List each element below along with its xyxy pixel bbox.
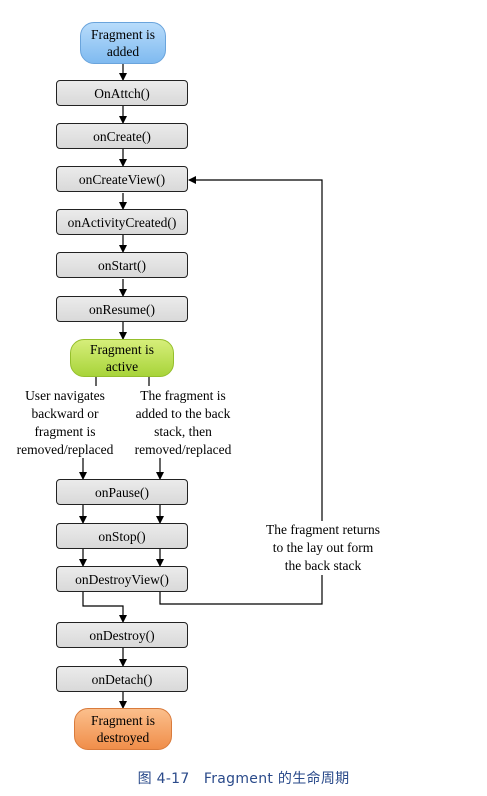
node-onstop: onStop() <box>56 523 188 549</box>
node-oncreate-label: onCreate() <box>93 128 151 144</box>
node-fragment-active: Fragment is active <box>70 339 174 377</box>
loop-return-to-createview <box>159 176 323 605</box>
node-fragment-added: Fragment is added <box>80 22 166 64</box>
node-fragment-destroyed: Fragment is destroyed <box>74 708 172 750</box>
arrow-destroyview-to-destroy <box>82 592 127 623</box>
node-oncreateview-label: onCreateView() <box>78 171 166 187</box>
label-returns-from-back-stack: The fragment returns to the lay out form… <box>263 521 383 575</box>
node-oncreate: onCreate() <box>56 123 188 149</box>
node-ondetach: onDetach() <box>56 666 188 692</box>
node-onresume: onResume() <box>56 296 188 322</box>
node-onstart: onStart() <box>56 252 188 278</box>
node-onstart-label: onStart() <box>98 257 146 273</box>
node-onattach: OnAttch() <box>56 80 188 106</box>
label-navigate-backward: User navigates backward or fragment is r… <box>16 388 114 457</box>
node-ondestroyview: onDestroyView() <box>56 566 188 592</box>
node-fragment-added-label: Fragment is added <box>90 27 156 59</box>
node-onresume-label: onResume() <box>89 301 155 317</box>
node-oncreateview: onCreateView() <box>56 166 188 192</box>
node-ondestroyview-label: onDestroyView() <box>75 571 169 587</box>
label-added-to-back-stack: The fragment is added to the back stack,… <box>134 388 232 457</box>
node-onstop-label: onStop() <box>98 528 146 544</box>
node-fragment-active-label: Fragment is active <box>89 342 155 374</box>
node-ondestroy-label: onDestroy() <box>89 627 155 643</box>
figure-caption: 图 4-17 Fragment 的生命周期 <box>137 771 350 787</box>
node-onpause-label: onPause() <box>95 484 149 500</box>
node-onactivitycreated: onActivityCreated() <box>56 209 188 235</box>
node-ondestroy: onDestroy() <box>56 622 188 648</box>
node-onactivitycreated-label: onActivityCreated() <box>67 214 177 230</box>
node-onpause: onPause() <box>56 479 188 505</box>
node-onattach-label: OnAttch() <box>94 85 150 101</box>
node-ondetach-label: onDetach() <box>91 671 153 687</box>
node-fragment-destroyed-label: Fragment is destroyed <box>90 713 156 745</box>
